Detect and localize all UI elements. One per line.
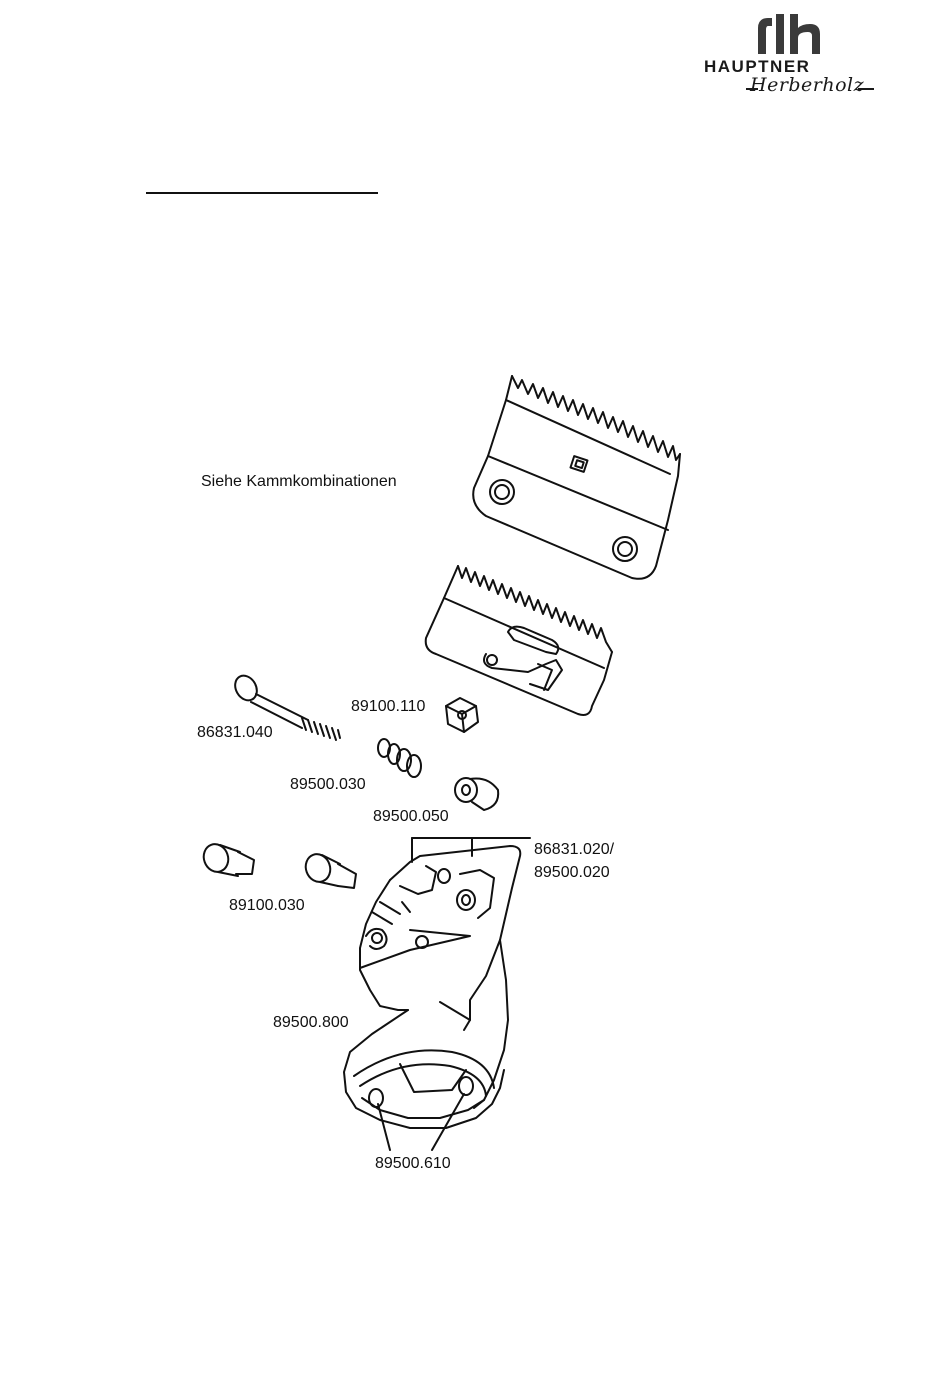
cap-part-label: 89500.050 (373, 807, 449, 827)
pin-leader-right (432, 1094, 464, 1150)
screw-right (302, 851, 356, 888)
bolt-part-label: 86831.040 (197, 723, 273, 743)
pins-part-label: 89500.610 (375, 1154, 451, 1174)
part-number-b-label: 89500.020 (534, 863, 610, 883)
screw-left (200, 841, 254, 876)
spring-part (378, 739, 421, 777)
cap-part (455, 778, 498, 810)
nut-part (446, 698, 478, 732)
upper-comb-blade (473, 376, 680, 579)
spring-part-label: 89500.030 (290, 775, 366, 795)
comb-note-label: Siehe Kammkombinationen (201, 472, 397, 492)
housing-part (344, 838, 530, 1128)
nut-part-label: 89100.110 (351, 697, 425, 717)
screws-part-label: 89100.030 (229, 896, 305, 916)
lower-cutter-blade (426, 566, 612, 715)
housing-part-label: 89500.800 (273, 1013, 349, 1033)
part-number-a-label: 86831.020/ (534, 840, 614, 860)
